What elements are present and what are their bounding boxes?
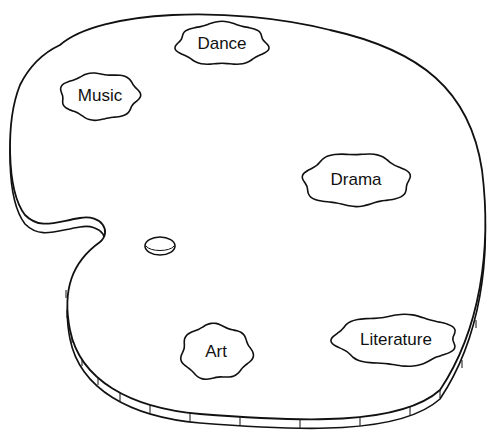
thumb-hole <box>145 237 175 255</box>
thumb-hole-depth <box>146 246 174 251</box>
palette-top <box>10 14 485 419</box>
area-label: Art <box>205 342 227 362</box>
area-label: Music <box>78 86 122 106</box>
area-label: Drama <box>330 170 381 190</box>
cloud-node: Drama <box>300 151 412 209</box>
area-label: Dance <box>197 34 246 54</box>
area-label: Literature <box>360 330 432 350</box>
cloud-node: Music <box>58 70 142 122</box>
cloud-node: Literature <box>332 312 460 368</box>
cloud-node: Art <box>178 322 254 382</box>
cloud-node: Dance <box>174 20 270 68</box>
